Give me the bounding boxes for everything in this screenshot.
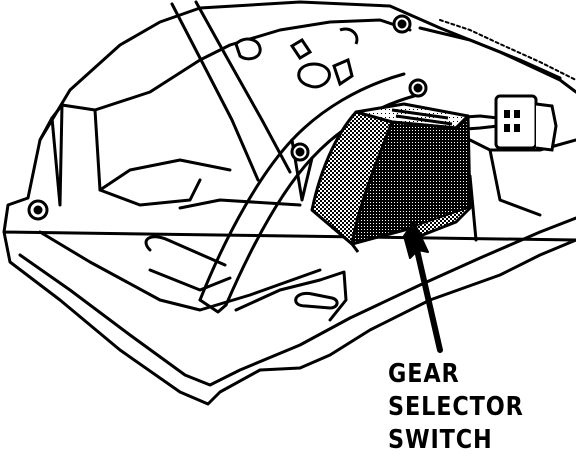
detent-bracket bbox=[144, 198, 302, 292]
label-line-3: SWITCH bbox=[388, 425, 493, 455]
tray-inner-lip bbox=[18, 216, 576, 387]
cable-rear-run bbox=[418, 26, 562, 80]
bolt-icon bbox=[27, 14, 428, 221]
tray-boss bbox=[234, 270, 348, 322]
housing-side-wall bbox=[50, 103, 202, 207]
adjustment-slot-icon bbox=[294, 292, 339, 310]
gear-selector-switch bbox=[310, 102, 472, 253]
label-line-2: SELECTOR bbox=[388, 392, 524, 422]
electrical-connector-icon bbox=[494, 94, 558, 152]
cable-wrap bbox=[439, 19, 576, 81]
housing-shelf bbox=[98, 158, 232, 192]
quadrant-foot bbox=[198, 298, 228, 314]
detent-springs bbox=[234, 27, 359, 89]
tray-floor-edge bbox=[38, 230, 322, 312]
arrow-pointer-icon bbox=[403, 221, 443, 353]
gear-selector-switch-label: GEAR SELECTOR SWITCH bbox=[388, 358, 524, 457]
label-line-1: GEAR bbox=[388, 359, 460, 389]
shift-lever bbox=[170, 0, 292, 182]
